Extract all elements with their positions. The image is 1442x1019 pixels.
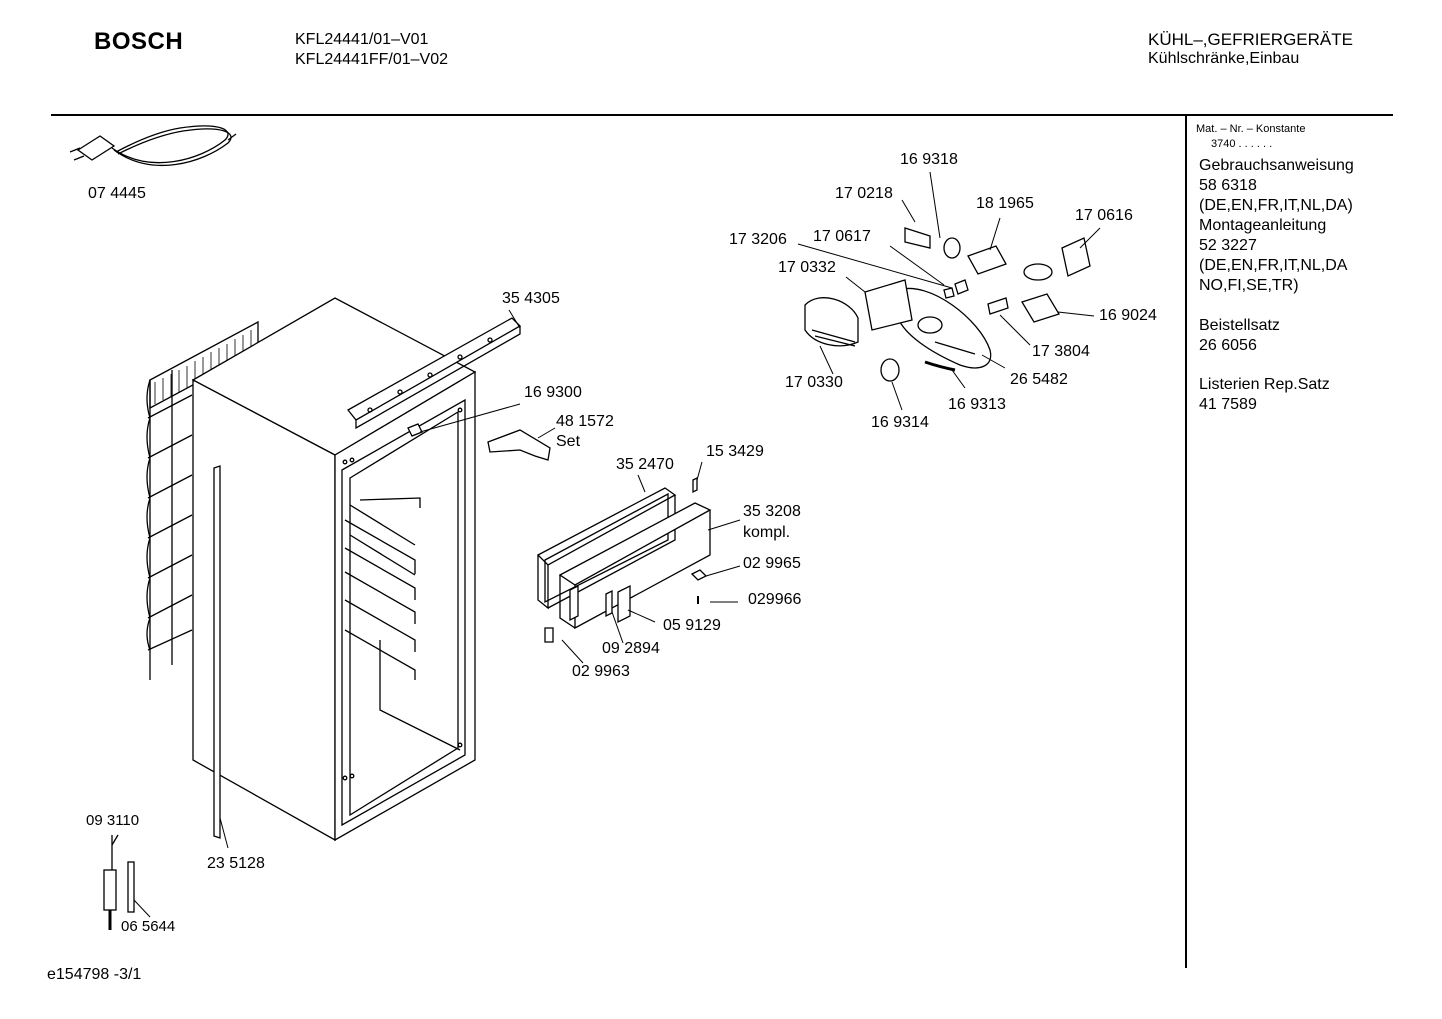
hinge-part bbox=[407, 423, 423, 437]
part-label-set: Set bbox=[556, 433, 581, 450]
part-label-170616: 17 0616 bbox=[1075, 207, 1133, 224]
part-label-093110: 09 3110 bbox=[86, 812, 140, 829]
part-label-353208: 35 3208 bbox=[743, 503, 801, 520]
thermostat-housing bbox=[864, 279, 992, 369]
handle-092894 bbox=[605, 589, 613, 618]
install-languages-2: NO,FI,SE,TR) bbox=[1199, 277, 1299, 294]
part-label-169024: 16 9024 bbox=[1099, 307, 1157, 324]
diagram-code: e154798 -3/1 bbox=[47, 966, 142, 983]
repair-set-number: 41 7589 bbox=[1199, 396, 1257, 413]
part-label-092894: 09 2894 bbox=[602, 640, 660, 657]
part-label-169300: 16 9300 bbox=[524, 384, 582, 401]
freezer-door bbox=[536, 487, 712, 630]
part-label-170332: 17 0332 bbox=[778, 259, 836, 276]
lamp-socket bbox=[943, 237, 961, 259]
power-cable bbox=[69, 125, 237, 167]
part-label-173206: 17 3206 bbox=[729, 231, 787, 248]
part-label-074445: 07 4445 bbox=[88, 185, 146, 202]
part-label-059129: 05 9129 bbox=[663, 617, 721, 634]
thermostat-169024 bbox=[1021, 293, 1060, 323]
manual-languages: (DE,EN,FR,IT,NL,DA) bbox=[1199, 197, 1353, 214]
part-label-153429: 15 3429 bbox=[706, 443, 764, 460]
fridge-cabinet bbox=[191, 297, 477, 842]
part-label-029963: 02 9963 bbox=[572, 663, 630, 680]
hinge-bracket bbox=[487, 429, 551, 461]
install-languages-1: (DE,EN,FR,IT,NL,DA bbox=[1199, 257, 1348, 274]
leader-lines bbox=[133, 171, 1101, 918]
knob-169314 bbox=[880, 358, 900, 382]
trim-strip bbox=[213, 465, 221, 839]
part-label-029966: 029966 bbox=[748, 591, 802, 608]
part-label-181965: 18 1965 bbox=[976, 195, 1034, 212]
seal-169313 bbox=[924, 360, 956, 372]
model-number-1: KFL24441/01–V01 bbox=[295, 31, 429, 48]
mat-nr-value: 3740 . . . . . . bbox=[1211, 138, 1273, 150]
part-label-173804: 17 3804 bbox=[1032, 343, 1090, 360]
part-label-kompl: kompl. bbox=[743, 524, 791, 541]
part-173206 bbox=[954, 279, 969, 295]
part-label-170218: 17 0218 bbox=[835, 185, 893, 202]
part-170617 bbox=[943, 287, 955, 299]
screw-153429 bbox=[692, 476, 698, 494]
model-number-2: KFL24441FF/01–V02 bbox=[295, 51, 448, 68]
part-label-029965: 02 9965 bbox=[743, 555, 801, 572]
bracket-170616 bbox=[1061, 237, 1091, 277]
repair-set-title: Listerien Rep.Satz bbox=[1199, 376, 1330, 393]
part-label-265482: 26 5482 bbox=[1010, 371, 1068, 388]
brand-logo: BOSCH bbox=[94, 28, 184, 55]
install-number: 52 3227 bbox=[1199, 237, 1257, 254]
part-label-169318: 16 9318 bbox=[900, 151, 958, 168]
category-title: KÜHL–,GEFRIERGERÄTE bbox=[1148, 30, 1353, 49]
manual-title: Gebrauchsanweisung bbox=[1199, 157, 1354, 174]
clip-029965 bbox=[690, 569, 708, 581]
order-set-title: Beistellsatz bbox=[1199, 317, 1280, 334]
part-label-481572: 48 1572 bbox=[556, 413, 614, 430]
switch-181965 bbox=[967, 245, 1007, 275]
part-label-352470: 35 2470 bbox=[616, 456, 674, 473]
plug-029963 bbox=[544, 627, 554, 643]
lamp-bulb bbox=[904, 227, 931, 249]
category-subtitle: Kühlschränke,Einbau bbox=[1148, 50, 1300, 67]
order-set-number: 26 6056 bbox=[1199, 337, 1257, 354]
mat-nr-label: Mat. – Nr. – Konstante bbox=[1196, 123, 1306, 135]
cover-059129 bbox=[617, 584, 631, 624]
header-divider bbox=[51, 114, 1393, 116]
install-title: Montageanleitung bbox=[1199, 217, 1327, 234]
lamp-cover bbox=[804, 297, 859, 347]
sidebar-divider bbox=[1185, 116, 1187, 968]
part-label-065644: 06 5644 bbox=[121, 918, 176, 935]
part-label-235128: 23 5128 bbox=[207, 855, 265, 872]
top-rail bbox=[347, 317, 522, 430]
manual-number: 58 6318 bbox=[1199, 177, 1257, 194]
temperature-sensor bbox=[103, 834, 135, 930]
part-label-169313: 16 9313 bbox=[948, 396, 1006, 413]
part-label-169314: 16 9314 bbox=[871, 414, 929, 431]
part-label-170617: 17 0617 bbox=[813, 228, 871, 245]
part-label-354305: 35 4305 bbox=[502, 290, 560, 307]
connector-173804 bbox=[987, 297, 1009, 315]
part-label-170330: 17 0330 bbox=[785, 374, 843, 391]
cable-clip bbox=[1023, 263, 1053, 281]
